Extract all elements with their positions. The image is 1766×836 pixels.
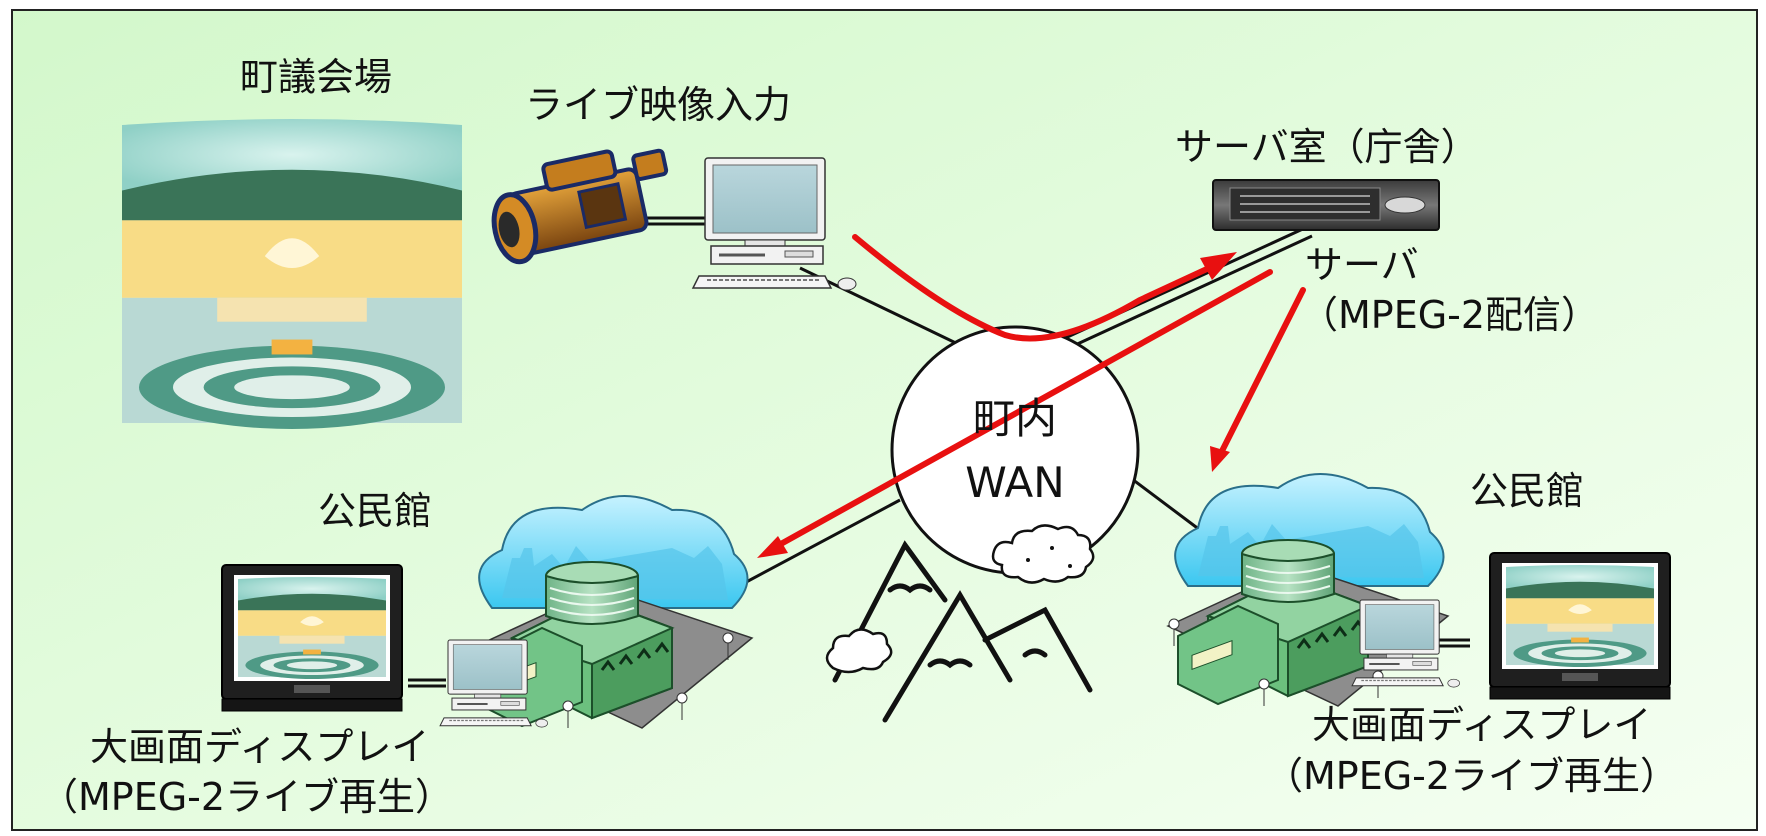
- wan-label-line2: WAN: [965, 458, 1065, 507]
- large-display-icon: [1490, 553, 1670, 699]
- arrow-head-to-server: [1200, 252, 1237, 280]
- server-room-label: サーバ室（庁舎）: [1175, 125, 1479, 169]
- live-input-label: ライブ映像入力: [525, 83, 792, 127]
- rack-server-icon: [1212, 179, 1440, 231]
- right-display-sub-label: （MPEG-2ライブ再生）: [1265, 754, 1679, 798]
- assembly-hall-illustration: [122, 119, 462, 429]
- left-display-sub-label: （MPEG-2ライブ再生）: [40, 775, 454, 819]
- arrow-head-to-left-hall: [757, 536, 788, 558]
- left-hall-label: 公民館: [318, 489, 433, 533]
- arrow-head-to-right-hall: [1210, 446, 1230, 472]
- large-display-icon: [222, 565, 402, 711]
- mountains-illustration: [825, 540, 1093, 723]
- left-display-label: 大画面ディスプレイ: [90, 725, 430, 769]
- server-label: サーバ: [1305, 243, 1419, 287]
- chamber-label: 町議会場: [240, 55, 393, 99]
- input-pc-icon: [691, 156, 858, 292]
- cloud-dots: [1026, 546, 1072, 568]
- wan-label-line1: 町内: [972, 394, 1057, 443]
- right-hall-label: 公民館: [1470, 469, 1585, 513]
- video-camera-icon: [491, 148, 669, 265]
- right-display-label: 大画面ディスプレイ: [1312, 703, 1652, 747]
- data-flow-arrows: [767, 234, 1306, 553]
- server-sub-label: （MPEG-2配信）: [1300, 293, 1600, 337]
- cloud-icon: [991, 524, 1095, 584]
- community-hall-building-icon: [1166, 472, 1450, 708]
